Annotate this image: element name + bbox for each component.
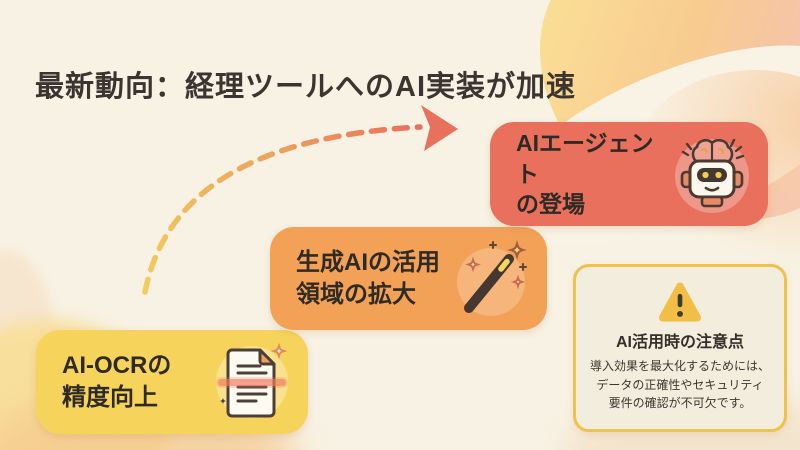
magic-wand-icon [457, 239, 527, 316]
step-label: AI-OCRの 精度向上 [62, 352, 172, 411]
document-scan-icon [216, 342, 288, 418]
caution-title: AI活用時の注意点 [615, 334, 744, 351]
dashed-growth-arrow-icon [142, 105, 458, 295]
robot-icon [675, 138, 749, 213]
step-card-ai-ocr: AI-OCRの 精度向上 [36, 330, 308, 434]
caution-body: 導入効果を最大化するためには、 データの正確性やセキュリティ 要件の確認が不可欠… [589, 359, 770, 411]
step-card-generative-ai: 生成AIの活用 領域の拡大 [270, 227, 547, 330]
step-card-ai-agent: AIエージェント の登場 [490, 122, 768, 226]
warning-triangle-icon [658, 282, 702, 322]
page-title: 最新動向：経理ツールへのAI実装が加速 [35, 71, 577, 104]
caution-card: AI活用時の注意点 導入効果を最大化するためには、 データの正確性やセキュリティ… [573, 264, 787, 432]
step-label: AIエージェント の登場 [516, 130, 654, 218]
step-label: 生成AIの活用 領域の拡大 [296, 248, 440, 308]
